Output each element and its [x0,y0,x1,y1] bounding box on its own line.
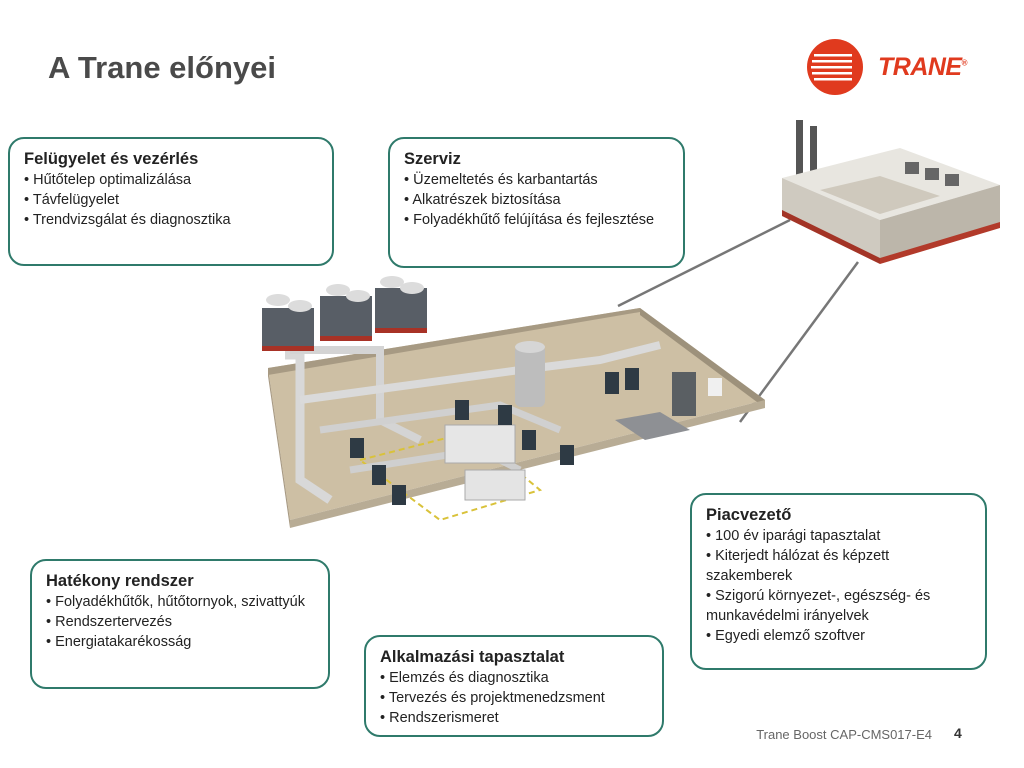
list-item: Energiatakarékosság [46,632,314,652]
box-heading: Piacvezető [706,506,792,524]
list-item: Tervezés és projektmenedzsment [380,688,648,708]
box-heading: Felügyelet és vezérlés [24,150,199,168]
box-heading: Alkalmazási tapasztalat [380,648,565,666]
box-efficient-system: Hatékony rendszer Folyadékhűtők, hűtőtor… [30,559,330,689]
plant-room [262,276,765,528]
list-item: Trendvizsgálat és diagnosztika [24,210,318,230]
list-item: Távfelügyelet [24,190,318,210]
box-market-leader: Piacvezető 100 év iparági tapasztalat Ki… [690,493,987,670]
box-service: Szerviz Üzemeltetés és karbantartás Alka… [388,137,685,268]
building-illustration [782,120,1000,264]
box-monitoring-control: Felügyelet és vezérlés Hűtőtelep optimal… [8,137,334,266]
box-application-experience: Alkalmazási tapasztalat Elemzés és diagn… [364,635,664,737]
page-number: 4 [954,725,962,741]
trane-logo: TRANE® [806,38,984,96]
list-item: 100 év iparági tapasztalat [706,526,971,546]
footer-text: Trane Boost CAP-CMS017-E4 [756,727,932,742]
list-item: Üzemeltetés és karbantartás [404,170,669,190]
list-item: Egyedi elemző szoftver [706,626,971,646]
list-item: Hűtőtelep optimalizálása [24,170,318,190]
list-item: Folyadékhűtők, hűtőtornyok, szivattyúk [46,592,314,612]
list-item: Folyadékhűtő felújítása és fejlesztése [404,210,669,230]
zoom-line-bottom [738,261,860,423]
logo-wordmark: TRANE® [878,53,968,81]
list-item: Elemzés és diagnosztika [380,668,648,688]
list-item: Alkatrészek biztosítása [404,190,669,210]
trane-logo-icon [807,39,863,95]
zoom-line-top [617,218,791,308]
list-item: Kiterjedt hálózat és képzett szakemberek [706,546,971,586]
list-item: Rendszertervezés [46,612,314,632]
box-heading: Szerviz [404,150,461,168]
page-title: A Trane előnyei [48,50,276,85]
cooling-towers [262,276,427,351]
box-heading: Hatékony rendszer [46,572,194,590]
list-item: Rendszerismeret [380,708,648,728]
list-item: Szigorú környezet-, egészség- és munkavé… [706,586,971,626]
